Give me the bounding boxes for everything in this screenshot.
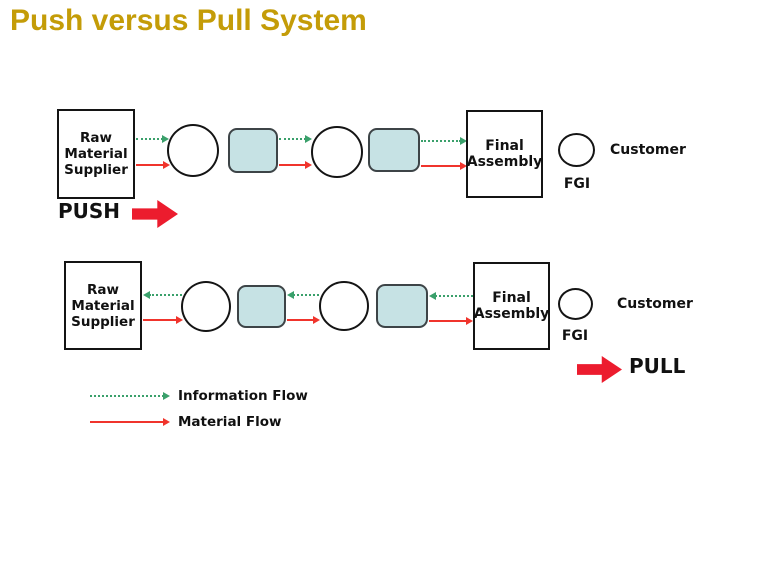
material-flow-arrow [143,316,183,324]
material-flow-arrow [279,161,312,169]
legend-information-flow-arrow [90,392,170,400]
pull-customer-label: Customer [617,296,693,312]
push-fgi-label: FGI [563,176,591,192]
pull-fgi-ellipse [558,288,593,320]
material-flow-arrow [136,161,170,169]
pull-inventory-buffer-2 [376,284,428,328]
information-flow-arrow [143,291,182,299]
material-flow-arrow [421,162,467,170]
push-fgi-ellipse [558,133,595,167]
information-flow-arrow [287,291,319,299]
legend-information-flow-label: Information Flow [178,388,308,404]
information-flow-arrow [429,292,473,300]
pull-fgi-label: FGI [561,328,589,344]
legend-material-flow-label: Material Flow [178,414,282,430]
push-workstation-circle-2 [311,126,363,178]
information-flow-arrow [421,137,467,145]
push-inventory-buffer-2 [368,128,420,172]
information-flow-arrow [136,135,169,143]
push-final-assembly-box: Final Assembly [466,110,543,198]
pull-mode-label: PULL [629,354,686,378]
pull-final-assembly-box: Final Assembly [473,262,550,350]
legend-material-flow-arrow [90,418,170,426]
pull-workstation-circle-1 [181,281,231,332]
push-raw-material-supplier-box: Raw Material Supplier [57,109,135,199]
material-flow-arrow [287,316,320,324]
pull-block-arrow-icon [577,356,622,383]
push-inventory-buffer-1 [228,128,278,173]
pull-workstation-circle-2 [319,281,369,331]
push-customer-label: Customer [610,142,686,158]
page-title: Push versus Pull System [10,4,367,37]
push-mode-label: PUSH [58,199,121,223]
push-block-arrow-icon [132,200,178,228]
push-workstation-circle-1 [167,124,219,177]
pull-raw-material-supplier-box: Raw Material Supplier [64,261,142,350]
material-flow-arrow [429,317,473,325]
pull-inventory-buffer-1 [237,285,286,328]
information-flow-arrow [279,135,312,143]
